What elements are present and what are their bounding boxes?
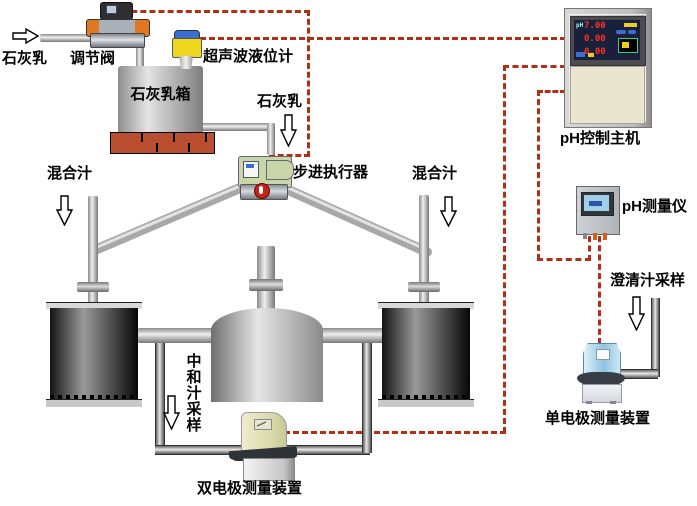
flange-left: [77, 282, 109, 292]
vessel-top-pipe: [257, 246, 275, 310]
controller-door: [570, 66, 645, 124]
screen-indicator-yellow: [624, 23, 637, 27]
label-ph-meter: pH测量仪: [622, 198, 687, 215]
tank-outlet-drop: [267, 123, 275, 155]
center-vessel: [211, 308, 323, 402]
signal-actuator-stub: [269, 154, 310, 157]
signal-levelmeter-to-controller: [200, 37, 566, 40]
lime-milk-tank-label: 石灰乳箱: [130, 86, 191, 103]
sample-loop-left: [155, 343, 165, 453]
label-step-actuator: 步进执行器: [293, 164, 369, 181]
screen-key-blue: [576, 52, 585, 57]
signal-controller-stub-2: [537, 90, 566, 93]
label-ph-controller: pH控制主机: [560, 130, 640, 147]
label-mixed-juice-right: 混合汁: [412, 165, 458, 182]
mixed-juice-pipe-right: [419, 195, 429, 306]
label-ultrasonic-level-meter: 超声波液位计: [203, 48, 294, 65]
label-lime-milk-feed: 石灰乳: [257, 93, 303, 110]
vessel-top-flange: [249, 279, 283, 291]
signal-to-dual-electrode: [284, 431, 506, 434]
signal-valve-horizontal: [104, 10, 310, 13]
label-control-valve: 调节阀: [70, 50, 116, 67]
clarified-sample-down-arrow-icon: [628, 296, 645, 331]
screen-key-yellow: [622, 42, 629, 48]
signal-controller-down: [503, 65, 506, 433]
screen-key-yellow-2: [588, 53, 594, 57]
lime-feed-down-arrow-icon: [280, 114, 297, 147]
brick-base: [110, 132, 215, 154]
tank-outlet-pipe: [201, 123, 275, 131]
signal-phmeter-up: [537, 90, 540, 260]
label-dual-electrode-device: 双电极测量装置: [197, 480, 303, 497]
screen-button-blue-1: [616, 30, 626, 34]
screen-ph-label: pH: [576, 22, 584, 29]
clarified-sample-pipe: [651, 298, 660, 377]
controller-screen: pH 7.00 0.00 0.00: [574, 20, 640, 60]
flange-right: [408, 282, 440, 292]
label-single-electrode-device: 单电极测量装置: [545, 410, 651, 427]
neutralized-sample-down-arrow-icon: [163, 395, 180, 430]
lime-feed-pipe-drop: [136, 34, 144, 70]
label-lime-milk-in: 石灰乳: [2, 50, 48, 67]
lime-milk-tank: [118, 66, 203, 132]
signal-controller-stub-1: [503, 65, 566, 68]
signal-valve-down: [307, 10, 310, 157]
signal-phmeter-elbow: [537, 258, 591, 261]
label-mixed-juice-left: 混合汁: [47, 165, 93, 182]
mixed-right-down-arrow-icon: [440, 196, 457, 227]
screen-row-1: 7.00: [584, 21, 606, 31]
label-neutralized-juice-sample: 中和汁采样: [184, 353, 202, 433]
sample-loop-right: [362, 343, 372, 453]
screen-row-2: 0.00: [584, 34, 606, 44]
lime-inflow-arrow-icon: [12, 28, 39, 44]
screen-row-3: 0.00: [584, 47, 606, 57]
mixed-juice-pipe-left: [88, 196, 98, 306]
mixed-left-down-arrow-icon: [56, 195, 73, 226]
clarified-sample-pipe-elbow: [617, 369, 658, 379]
screen-button-blue-2: [628, 30, 636, 34]
signal-phmeter-to-single-electrode: [598, 236, 601, 344]
signal-phmeter-bottom: [588, 236, 591, 261]
label-clarified-juice-sample: 澄清汁采样: [610, 272, 686, 289]
